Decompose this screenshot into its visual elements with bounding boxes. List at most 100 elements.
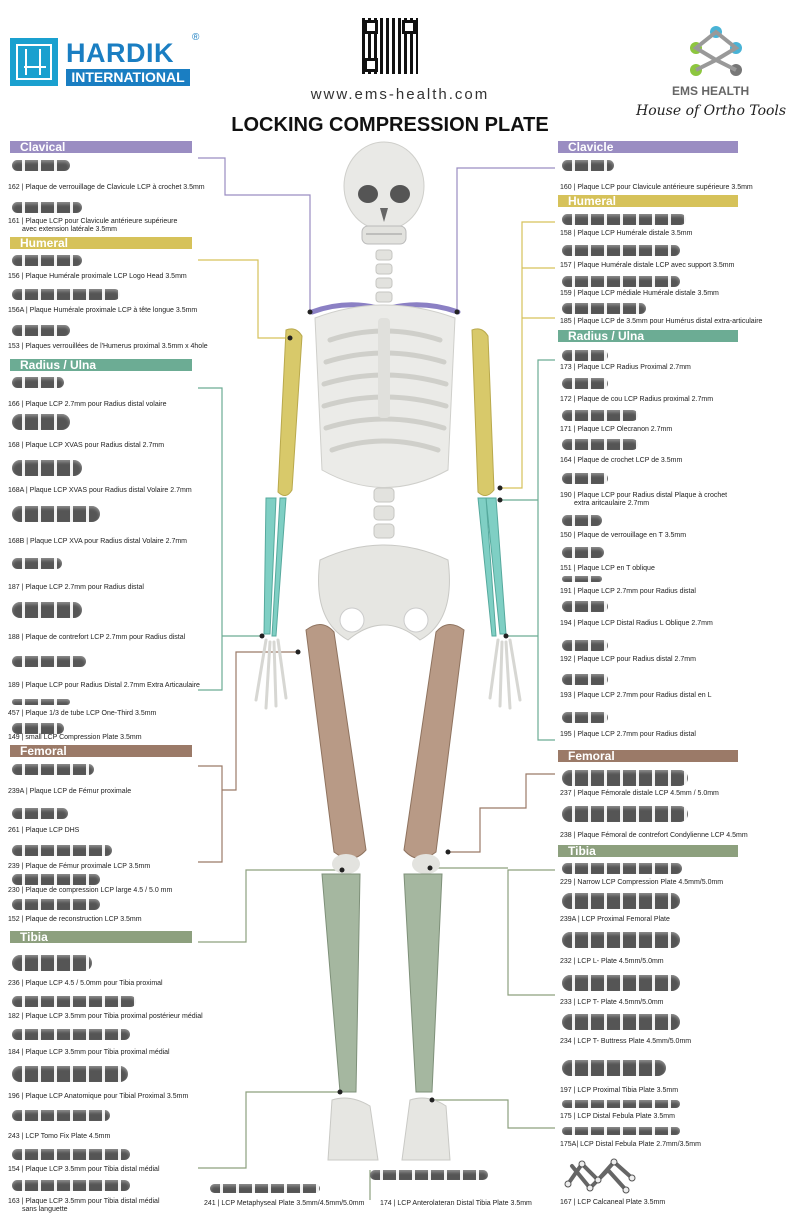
plate-image xyxy=(12,460,82,476)
product-label: 171 | Plaque LCP Olecranon 2.7mm xyxy=(560,426,673,433)
plate-image xyxy=(12,558,62,569)
product-label: 168 | Plaque LCP XVAS pour Radius distal… xyxy=(8,442,165,449)
product-label: 152 | Plaque de reconstruction LCP 3.5mm xyxy=(8,916,142,923)
product-label: 188 | Plaque de contrefort LCP 2.7mm pou… xyxy=(8,634,186,641)
plate-image xyxy=(12,160,70,171)
product-label: 172 | Plaque de cou LCP Radius proximal … xyxy=(560,396,714,403)
plate-image xyxy=(562,515,602,526)
product-label: 175A| LCP Distal Febula Plate 2.7mm/3.5m… xyxy=(560,1141,701,1148)
ems-health-logo-icon xyxy=(690,26,742,76)
product-label: 158 | Plaque LCP Humérale distale 3.5mm xyxy=(560,230,693,237)
plate-image xyxy=(562,350,608,361)
plate-image xyxy=(562,303,646,314)
product-label: 230 | Plaque de compression LCP large 4.… xyxy=(8,887,173,894)
plate-image xyxy=(562,601,608,612)
product-label: 167 | LCP Calcaneal Plate 3.5mm xyxy=(560,1199,666,1206)
product-label: 173 | Plaque LCP Radius Proximal 2.7mm xyxy=(560,364,691,371)
product-label: 174 | LCP Anterolateran Distal Tibia Pla… xyxy=(380,1200,532,1207)
product-label: 156 | Plaque Humérale proximale LCP Logo… xyxy=(8,273,187,280)
product-label: 232 | LCP L- Plate 4.5mm/5.0mm xyxy=(560,958,664,965)
product-label: 239A | LCP Proximal Femoral Plate xyxy=(560,916,670,923)
product-label: 163 | Plaque LCP 3.5mm pour Tibia distal… xyxy=(8,1198,160,1213)
plate-image xyxy=(562,410,638,421)
plate-image xyxy=(12,1110,110,1121)
product-label: 194 | Plaque LCP Distal Radius L Oblique… xyxy=(560,620,713,627)
plate-image xyxy=(562,547,604,558)
plate-image xyxy=(562,276,680,287)
section-humeral-left: Humeral xyxy=(10,237,192,249)
plate-image xyxy=(12,1029,130,1040)
product-label: 157 | Plaque Humérale distale LCP avec s… xyxy=(560,262,735,269)
product-label: 168B | Plaque LCP XVA pour Radius distal… xyxy=(8,538,187,545)
section-clavicle-right: Clavicle xyxy=(558,141,738,153)
product-label: 229 | Narrow LCP Compression Plate 4.5mm… xyxy=(560,879,724,886)
plate-image xyxy=(562,1100,680,1108)
hardik-logo-icon xyxy=(10,38,58,86)
plate-image xyxy=(562,863,682,874)
plate-image xyxy=(12,1149,130,1160)
qr-code-icon xyxy=(362,18,418,74)
product-label: 191 | Plaque LCP 2.7mm pour Radius dista… xyxy=(560,588,696,595)
plate-image xyxy=(562,770,688,786)
product-label: 192 | Plaque LCP pour Radius distal 2.7m… xyxy=(560,656,696,663)
brand-name: HARDIK xyxy=(66,38,174,68)
plate-image xyxy=(12,377,64,388)
product-label: 233 | LCP T- Plate 4.5mm/5.0mm xyxy=(560,999,664,1006)
product-label: 150 | Plaque de verrouillage en T 3.5mm xyxy=(560,532,687,539)
product-label: 241 | LCP Metaphyseal Plate 3.5mm/4.5mm/… xyxy=(204,1200,365,1207)
product-label: 168A | Plaque LCP XVAS pour Radius dista… xyxy=(8,487,192,494)
product-label: 161 | Plaque LCP pour Clavicule antérieu… xyxy=(8,218,178,233)
plate-image xyxy=(12,764,94,775)
calcaneal-plate-icon xyxy=(564,1158,636,1194)
plate-image xyxy=(12,996,136,1007)
plate-image xyxy=(562,975,680,991)
product-label: 195 | Plaque LCP 2.7mm pour Radius dista… xyxy=(560,731,696,738)
plate-image xyxy=(562,473,608,484)
plate-image xyxy=(562,214,686,225)
product-label: 185 | Plaque LCP de 3.5mm pour Humérus d… xyxy=(560,318,763,325)
plate-image xyxy=(562,1127,680,1135)
plate-image xyxy=(562,1014,680,1030)
plate-image xyxy=(562,640,608,651)
section-tibia-left: Tibia xyxy=(10,931,192,943)
product-label: 162 | Plaque de verrouillage de Clavicul… xyxy=(8,184,205,191)
product-label: 187 | Plaque LCP 2.7mm pour Radius dista… xyxy=(8,584,144,591)
plate-image xyxy=(12,506,100,522)
plate-image xyxy=(562,439,638,450)
plate-image xyxy=(12,899,100,910)
plate-image xyxy=(12,202,82,213)
plate-image xyxy=(12,1066,128,1082)
plate-image xyxy=(370,1170,488,1180)
plate-image xyxy=(12,1180,130,1191)
plate-image xyxy=(12,289,120,300)
plate-image xyxy=(562,893,680,909)
product-label: 239A | Plaque LCP de Fémur proximale xyxy=(8,788,132,795)
section-clavical-left: Clavical xyxy=(10,141,192,153)
plate-image xyxy=(12,874,100,885)
section-tibia-right: Tibia xyxy=(558,845,738,857)
partner-tagline: House of Ortho Tools xyxy=(636,103,787,119)
plate-image xyxy=(562,245,680,256)
section-radius-ulna-left: Radius / Ulna xyxy=(10,359,192,371)
plate-image xyxy=(12,699,70,705)
website-url[interactable]: www.ems-health.com xyxy=(310,86,490,103)
product-label: 153 | Plaques verrouillées de l'Humerus … xyxy=(8,343,208,350)
product-label: 196 | Plaque LCP Anatomique pour Tibial … xyxy=(8,1093,189,1100)
plate-image xyxy=(12,656,86,667)
plate-image xyxy=(562,712,608,723)
section-radius-ulna-right: Radius / Ulna xyxy=(558,330,738,342)
section-humeral-right: Humeral xyxy=(558,195,738,207)
plate-image xyxy=(12,723,64,734)
brand-sub: INTERNATIONAL xyxy=(66,69,190,86)
plate-image xyxy=(562,806,688,822)
plate-image xyxy=(12,845,112,856)
plate-image xyxy=(12,602,82,618)
product-label: 243 | LCP Tomo Fix Plate 4.5mm xyxy=(8,1133,111,1140)
product-label: 239 | Plaque de Fémur proximale LCP 3.5m… xyxy=(8,863,151,870)
product-label: 154 | Plaque LCP 3.5mm pour Tibia distal… xyxy=(8,1166,160,1173)
product-label: 234 | LCP T- Buttress Plate 4.5mm/5.0mm xyxy=(560,1038,692,1045)
product-label: 182 | Plaque LCP 3.5mm pour Tibia proxim… xyxy=(8,1013,203,1020)
product-label: 184 | Plaque LCP 3.5mm pour Tibia proxim… xyxy=(8,1049,170,1056)
product-label: 261 | Plaque LCP DHS xyxy=(8,827,80,834)
